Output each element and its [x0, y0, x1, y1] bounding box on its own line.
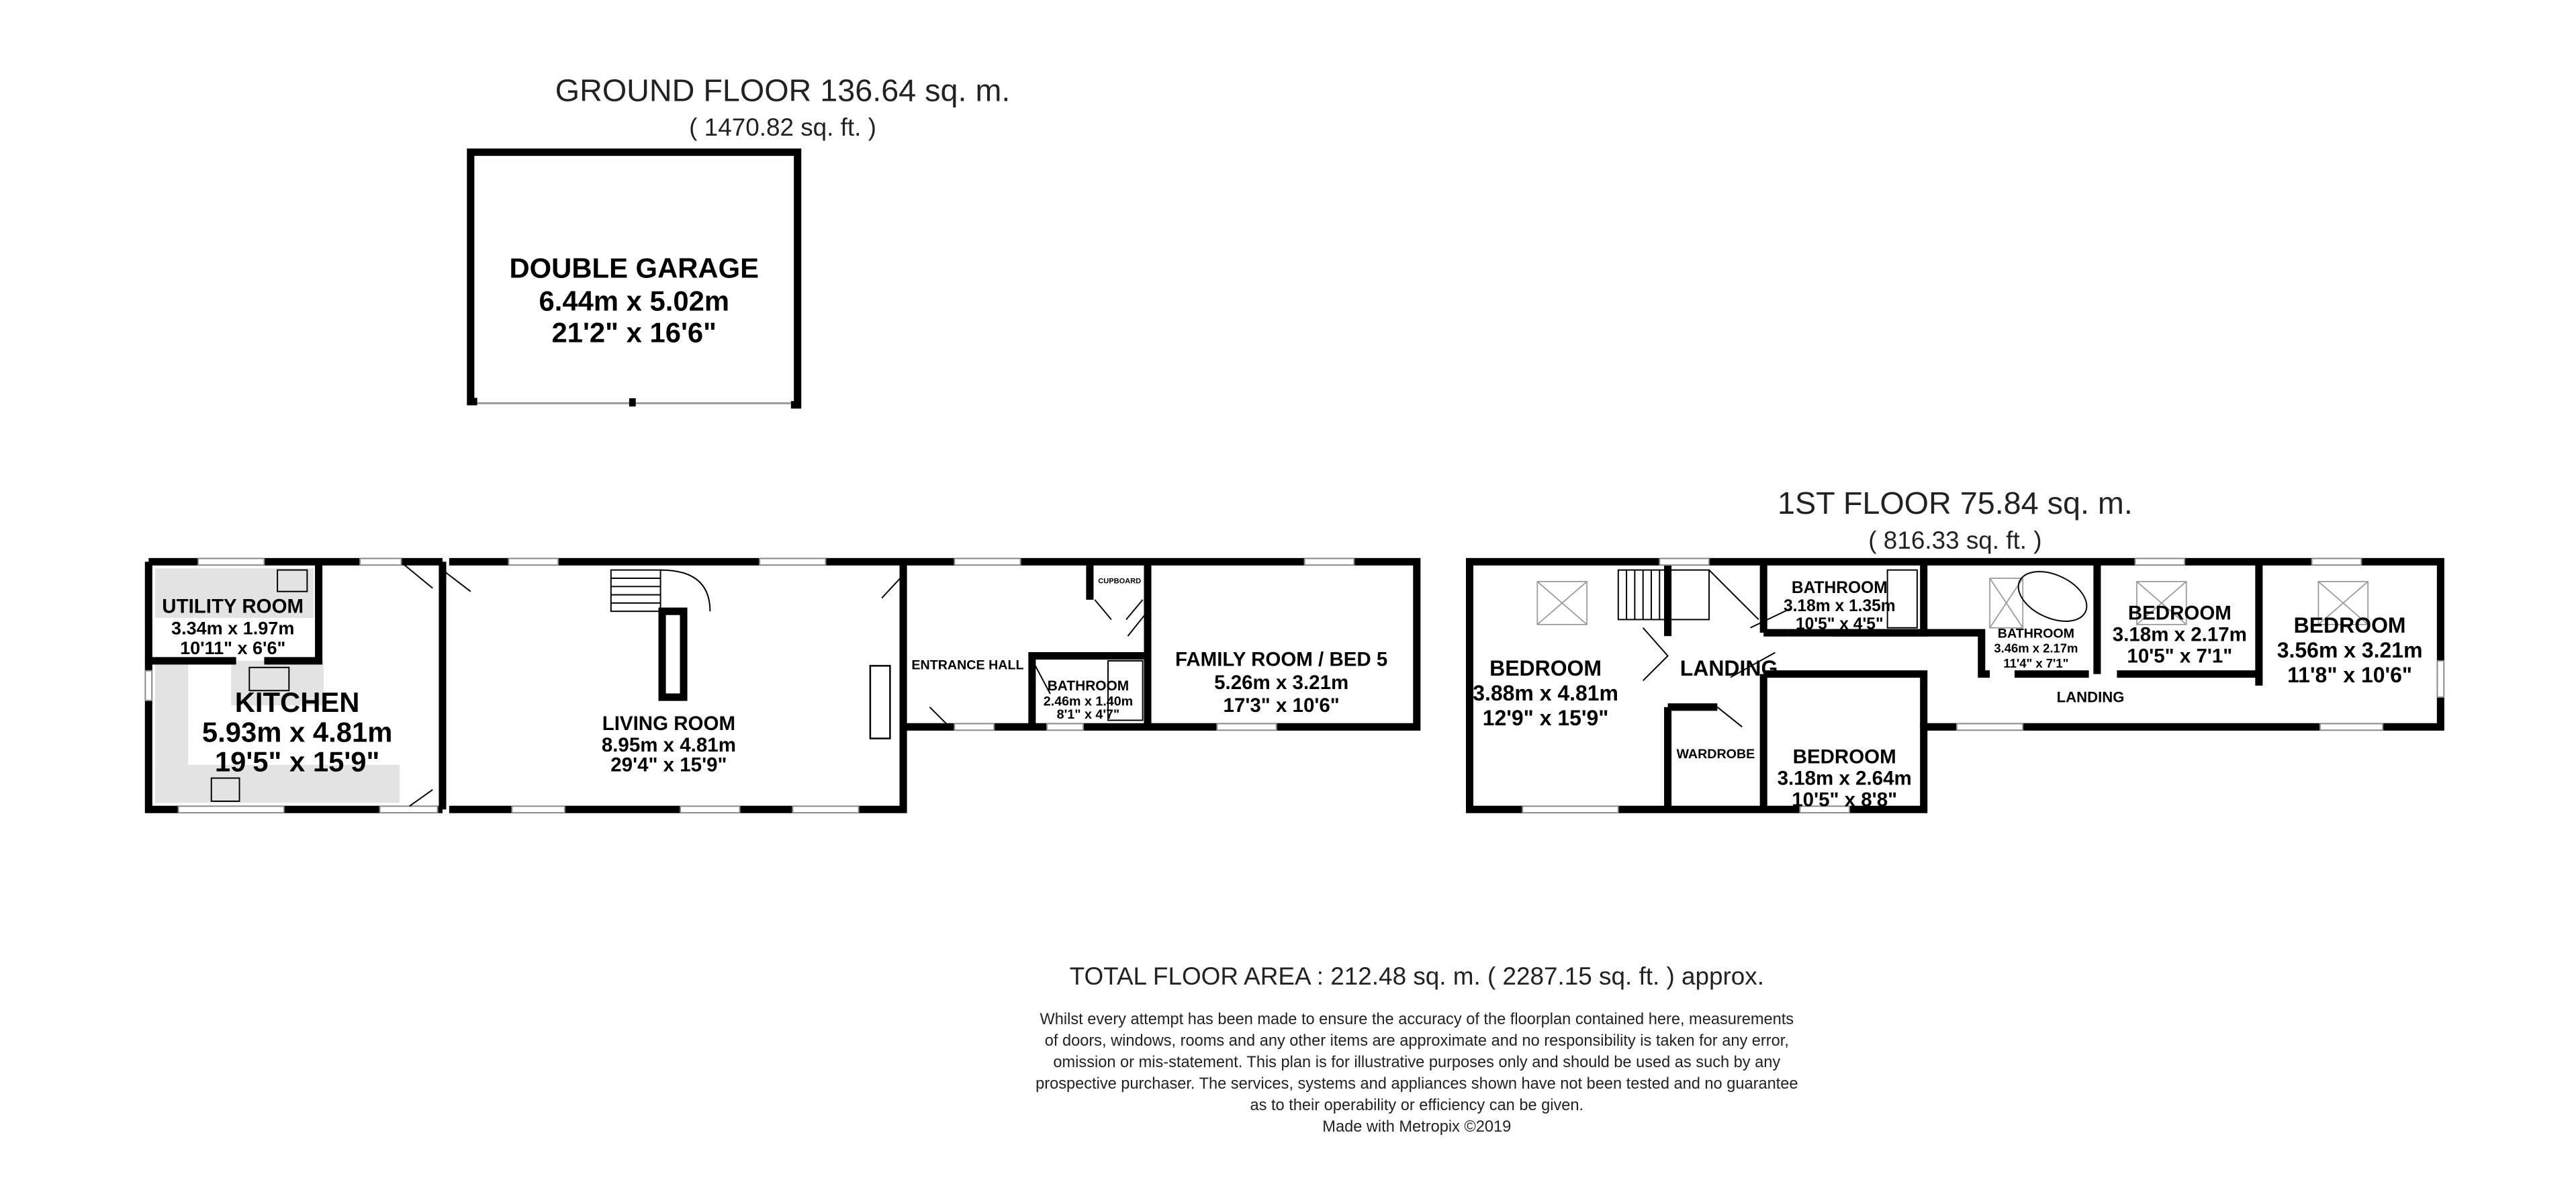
room-label: LANDING — [1680, 656, 1778, 680]
room-imperial: 10'11" x 6'6" — [180, 638, 285, 658]
room-imperial: 21'2" x 16'6" — [552, 316, 717, 348]
room-metric: 3.34m x 1.97m — [171, 619, 294, 639]
room-imperial: 29'4" x 15'9" — [610, 754, 727, 776]
room-label: LANDING — [2057, 688, 2125, 705]
ground-floor-plan — [144, 557, 1421, 814]
room-metric: 8.95m x 4.81m — [602, 734, 736, 756]
ground-floor-title: GROUND FLOOR 136.64 sq. m. — [555, 73, 1011, 107]
room-imperial: 10'5" x 7'1" — [2127, 645, 2232, 667]
room-imperial: 10'5" x 4'5" — [1796, 615, 1884, 633]
room-metric: 3.18m x 2.17m — [2113, 623, 2247, 645]
room-label: BEDROOM — [2128, 602, 2232, 624]
room-metric: 5.93m x 4.81m — [202, 716, 393, 747]
room-label: BATHROOM — [1998, 627, 2074, 641]
room-label: KITCHEN — [235, 686, 360, 718]
room-imperial: 17'3" x 10'6" — [1224, 694, 1340, 717]
disclaimer-line: as to their operability or efficiency ca… — [1250, 1097, 1583, 1114]
room-label: LIVING ROOM — [602, 713, 735, 735]
room-label: BEDROOM — [1793, 745, 1896, 768]
room-imperial: 12'9" x 15'9" — [1483, 706, 1609, 730]
room-label: WARDROBE — [1676, 747, 1755, 762]
room-imperial: 19'5" x 15'9" — [215, 746, 379, 778]
room-imperial: 10'5" x 8'8" — [1792, 788, 1897, 811]
room-label: FAMILY ROOM / BED 5 — [1175, 648, 1387, 670]
room-label: BATHROOM — [1048, 678, 1129, 694]
room-label: UTILITY ROOM — [162, 596, 304, 618]
room-imperial: 8'1" x 4'7" — [1057, 707, 1120, 722]
disclaimer-line: prospective purchaser. The services, sys… — [1036, 1075, 1798, 1093]
room-label: CUPBOARD — [1098, 577, 1141, 585]
room-label: BEDROOM — [2294, 613, 2406, 637]
room-label: BEDROOM — [1489, 656, 1602, 680]
room-label: ENTRANCE HALL — [911, 658, 1023, 672]
disclaimer-line: omission or mis-statement. This plan is … — [1053, 1054, 1780, 1071]
disclaimer-line: of doors, windows, rooms and any other i… — [1045, 1032, 1789, 1050]
room-metric: 3.18m x 1.35m — [1784, 597, 1896, 615]
first-floor-title: 1ST FLOOR 75.84 sq. m. — [1778, 486, 2133, 520]
room-metric: 3.18m x 2.64m — [1778, 767, 1912, 789]
disclaimer-line: Whilst every attempt has been made to en… — [1040, 1011, 1794, 1028]
room-label: DOUBLE GARAGE — [509, 252, 759, 283]
garage — [467, 148, 802, 409]
room-label: BATHROOM — [1792, 579, 1888, 597]
total-floor-area: TOTAL FLOOR AREA : 212.48 sq. m. ( 2287.… — [1070, 962, 1764, 990]
room-metric: 2.46m x 1.40m — [1044, 694, 1133, 709]
ground-floor-area-sqft: ( 1470.82 sq. ft. ) — [689, 114, 876, 141]
first-floor-area-sqft: ( 816.33 sq. ft. ) — [1868, 527, 2041, 554]
first-floor-plan — [1465, 557, 2445, 814]
room-metric: 3.88m x 4.81m — [1473, 681, 1618, 705]
room-metric: 5.26m x 3.21m — [1214, 672, 1348, 694]
room-metric: 6.44m x 5.02m — [539, 285, 729, 317]
room-metric: 3.56m x 3.21m — [2277, 638, 2423, 662]
room-imperial: 11'4" x 7'1" — [2003, 656, 2068, 670]
room-imperial: 11'8" x 10'6" — [2287, 663, 2412, 687]
credit: Made with Metropix ©2019 — [1322, 1118, 1511, 1136]
room-metric: 3.46m x 2.17m — [1994, 641, 2078, 655]
